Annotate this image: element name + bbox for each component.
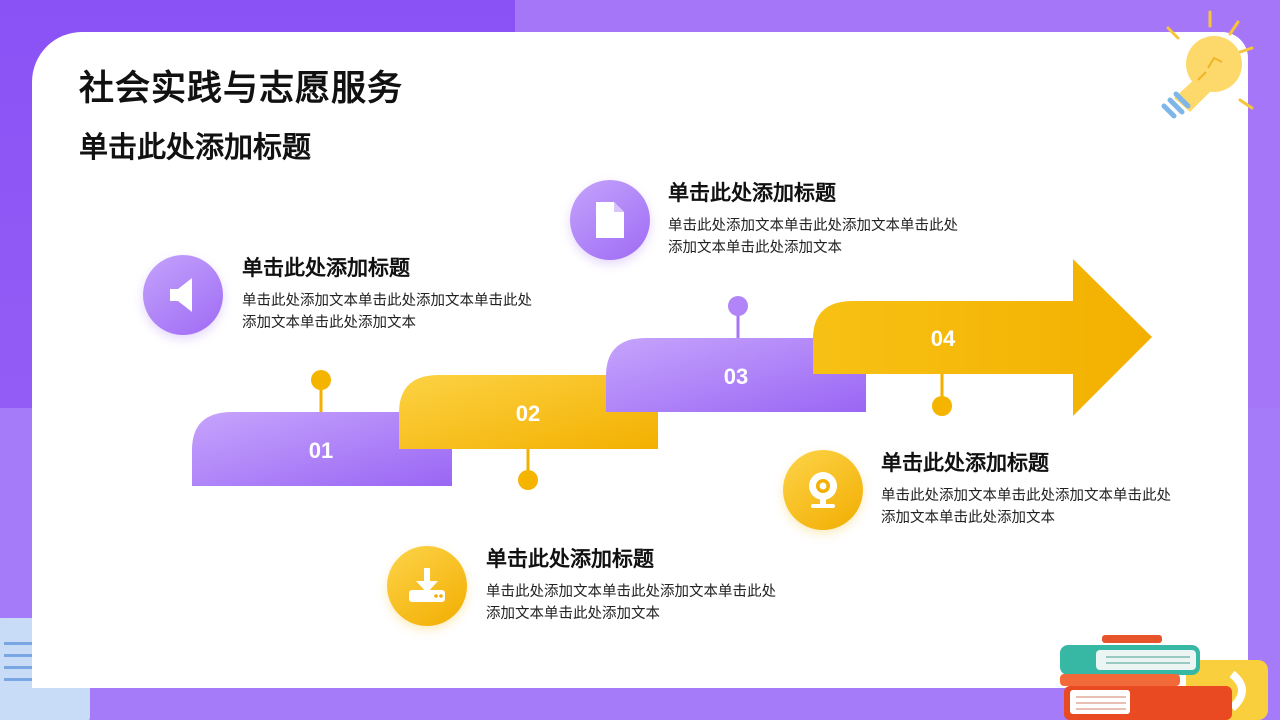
item-3-text: 单击此处添加文本单击此处添加文本单击此处添加文本单击此处添加文本: [668, 215, 958, 259]
item-3-title: 单击此处添加标题: [668, 177, 836, 207]
step-connector-03: [728, 296, 748, 338]
speaker-icon: [166, 275, 200, 315]
item-1-circle: [143, 255, 223, 335]
step-label-03: 03: [724, 364, 748, 389]
item-4-text: 单击此处添加文本单击此处添加文本单击此处添加文本单击此处添加文本: [881, 485, 1171, 529]
step-label-02: 02: [516, 401, 540, 426]
item-3-circle: [570, 180, 650, 260]
item-2-text: 单击此处添加文本单击此处添加文本单击此处添加文本单击此处添加文本: [486, 581, 776, 625]
item-4-title: 单击此处添加标题: [881, 447, 1049, 477]
item-2-title: 单击此处添加标题: [486, 543, 654, 573]
webcam-icon: [803, 469, 843, 511]
books-icon: [1056, 630, 1280, 720]
item-1-title: 单击此处添加标题: [242, 252, 410, 282]
document-icon: [594, 200, 626, 240]
item-2-circle: [387, 546, 467, 626]
step-connector-04: [932, 374, 952, 416]
step-connector-01: [311, 370, 331, 412]
step-label-04: 04: [931, 326, 956, 351]
light-bulb-icon: [1152, 8, 1258, 120]
download-icon: [406, 566, 448, 606]
step-label-01: 01: [309, 438, 333, 463]
item-1-text: 单击此处添加文本单击此处添加文本单击此处添加文本单击此处添加文本: [242, 290, 532, 334]
step-connector-02: [518, 449, 538, 490]
item-4-circle: [783, 450, 863, 530]
